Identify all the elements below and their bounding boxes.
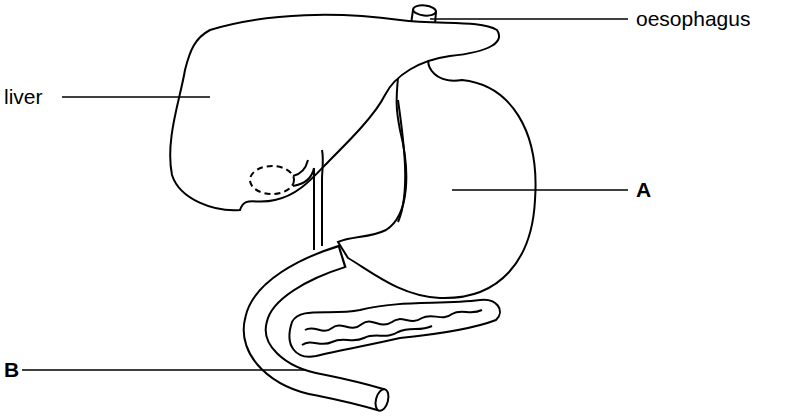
pancreas xyxy=(289,300,500,357)
stomach-fold xyxy=(398,100,405,222)
part-label: oesophagus xyxy=(636,7,750,31)
part-letter: B xyxy=(4,358,19,382)
leader-line xyxy=(22,19,628,370)
part-letter: A xyxy=(636,178,651,202)
gall-bladder xyxy=(250,166,294,194)
liver xyxy=(170,15,499,210)
part-label: liver xyxy=(4,85,43,109)
bile-duct xyxy=(293,150,323,250)
